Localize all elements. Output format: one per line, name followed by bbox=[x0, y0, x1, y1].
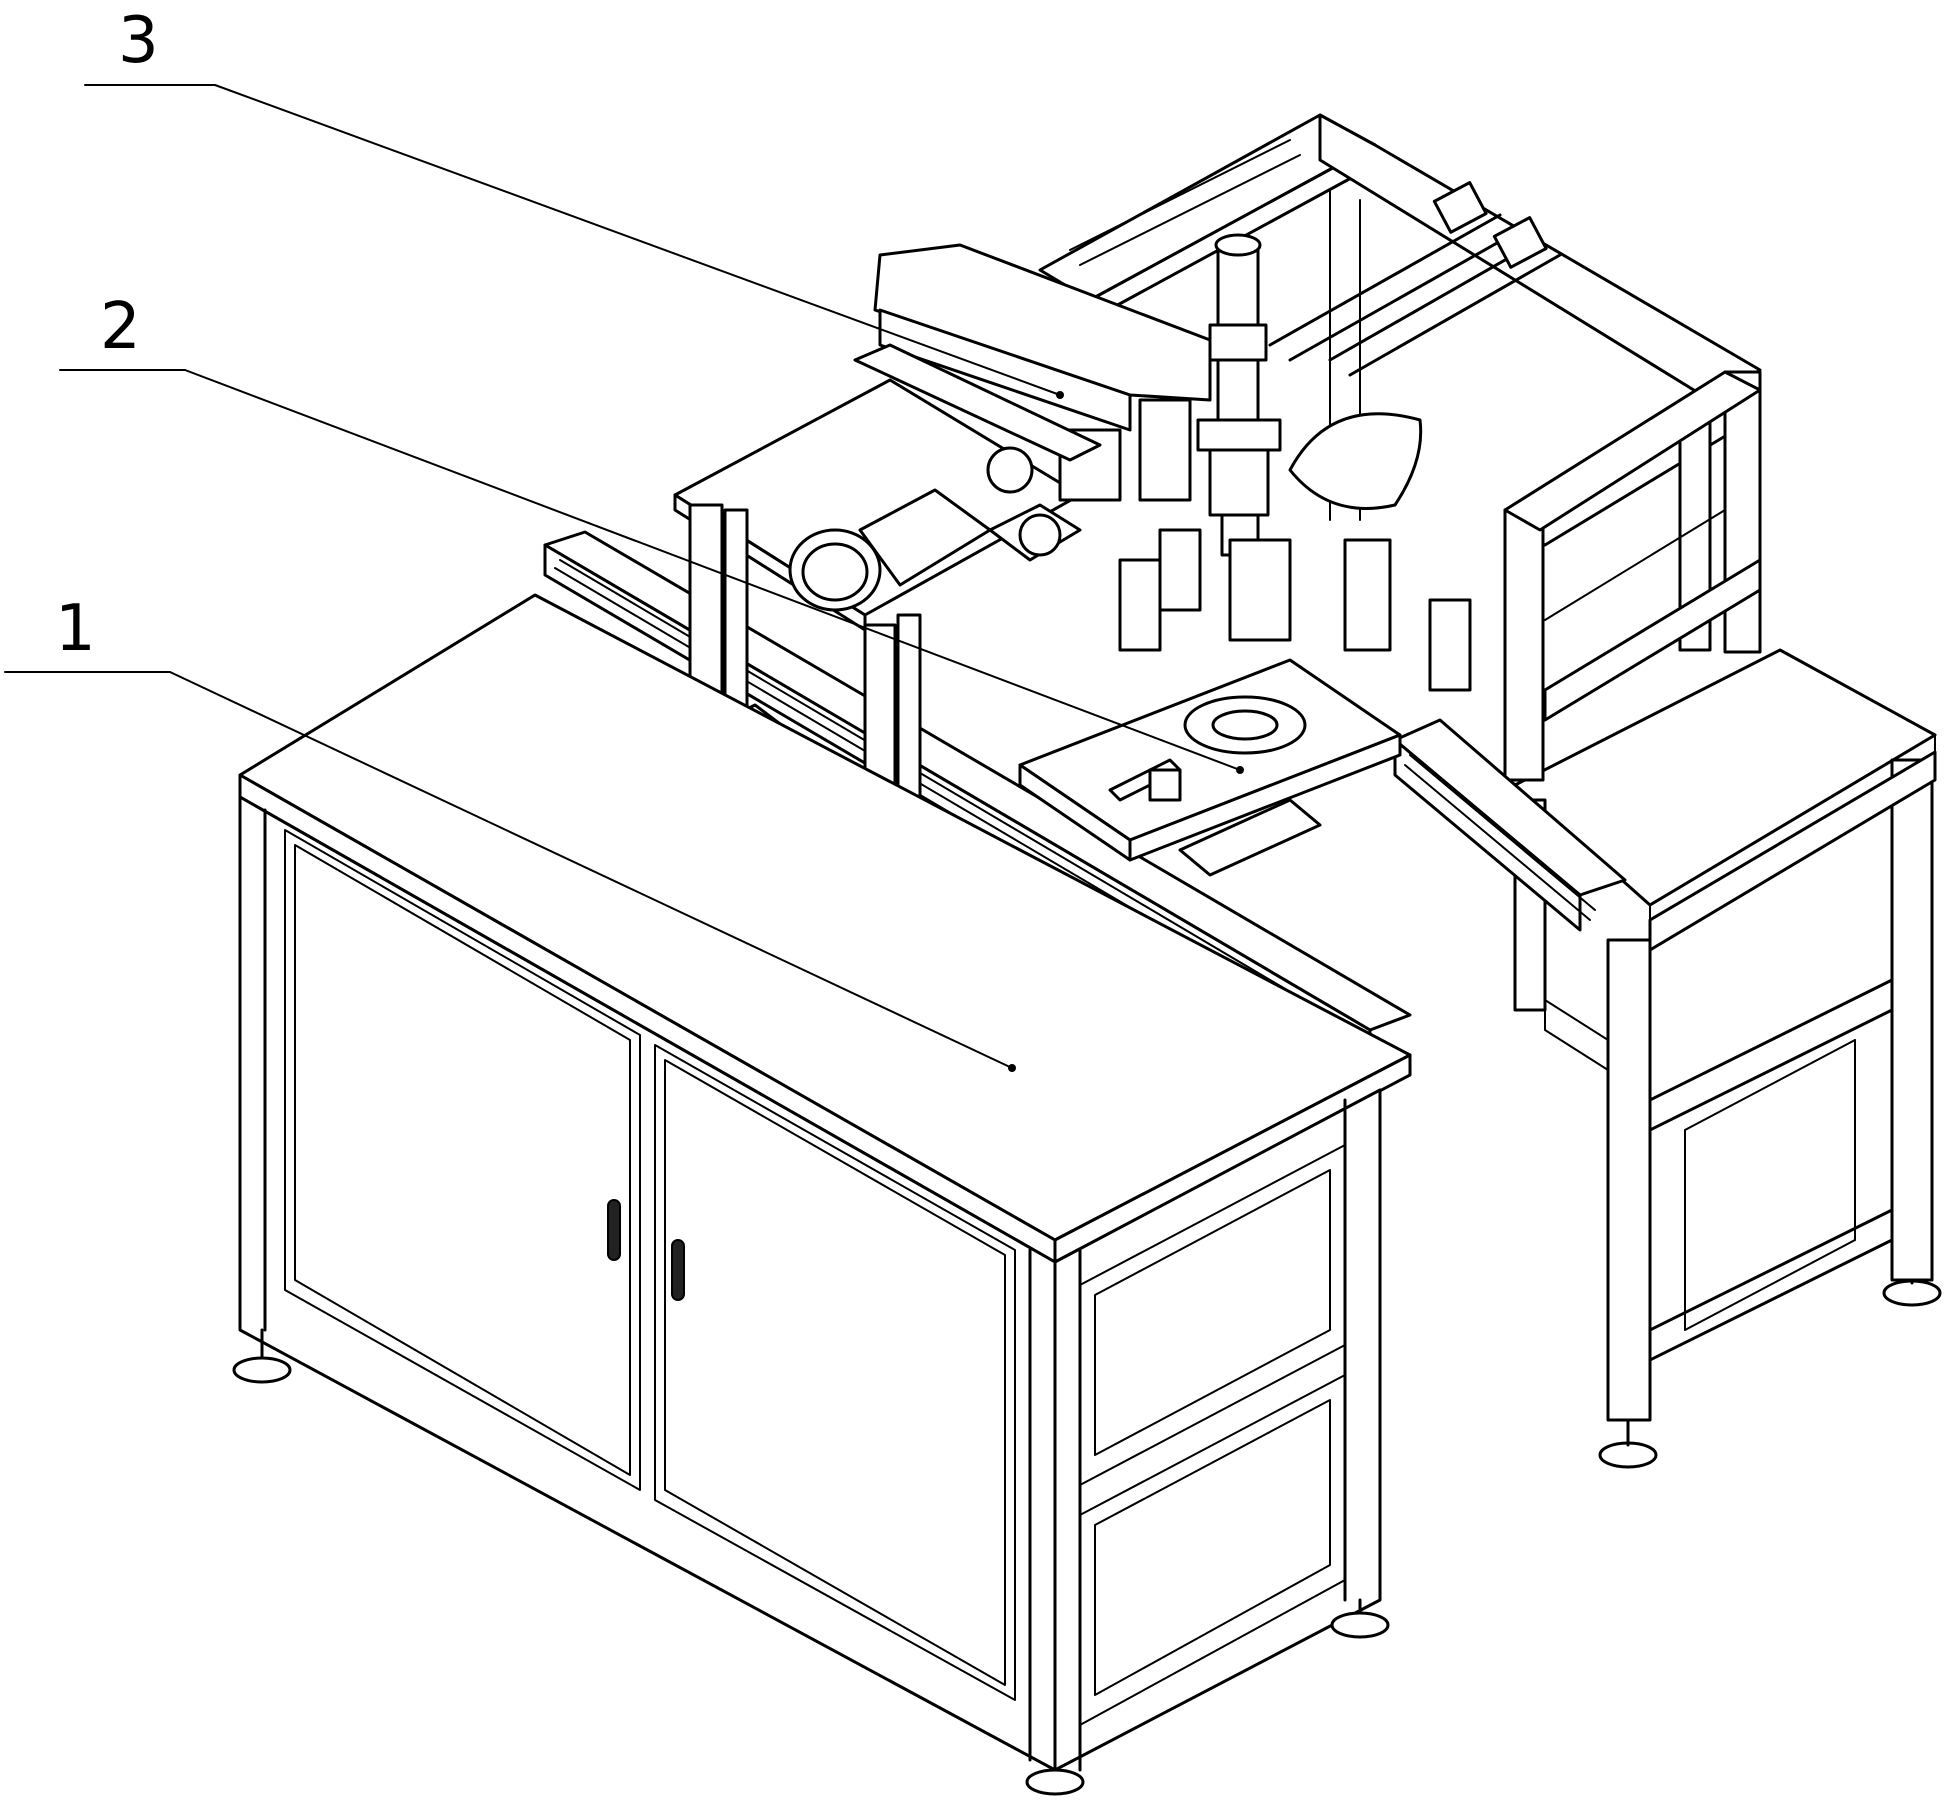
leader-lines bbox=[4, 84, 1244, 1072]
label-3: 3 bbox=[118, 4, 159, 78]
label-1-dot bbox=[1008, 1064, 1016, 1072]
label-2-leader bbox=[184, 369, 1241, 771]
loading-mechanism bbox=[853, 233, 1472, 692]
work-plate bbox=[1018, 658, 1402, 877]
label-2: 2 bbox=[100, 290, 141, 364]
main-cabinet bbox=[232, 593, 1412, 1796]
label-3-leader bbox=[214, 84, 1061, 396]
label-3-dot bbox=[1056, 391, 1064, 399]
gantry-frame bbox=[1038, 113, 1762, 782]
right-frame-table bbox=[1513, 648, 1942, 1469]
part-labels: 3 2 1 bbox=[55, 4, 159, 666]
label-1: 1 bbox=[55, 592, 96, 666]
label-1-leader bbox=[169, 671, 1013, 1069]
label-2-dot bbox=[1236, 766, 1244, 774]
